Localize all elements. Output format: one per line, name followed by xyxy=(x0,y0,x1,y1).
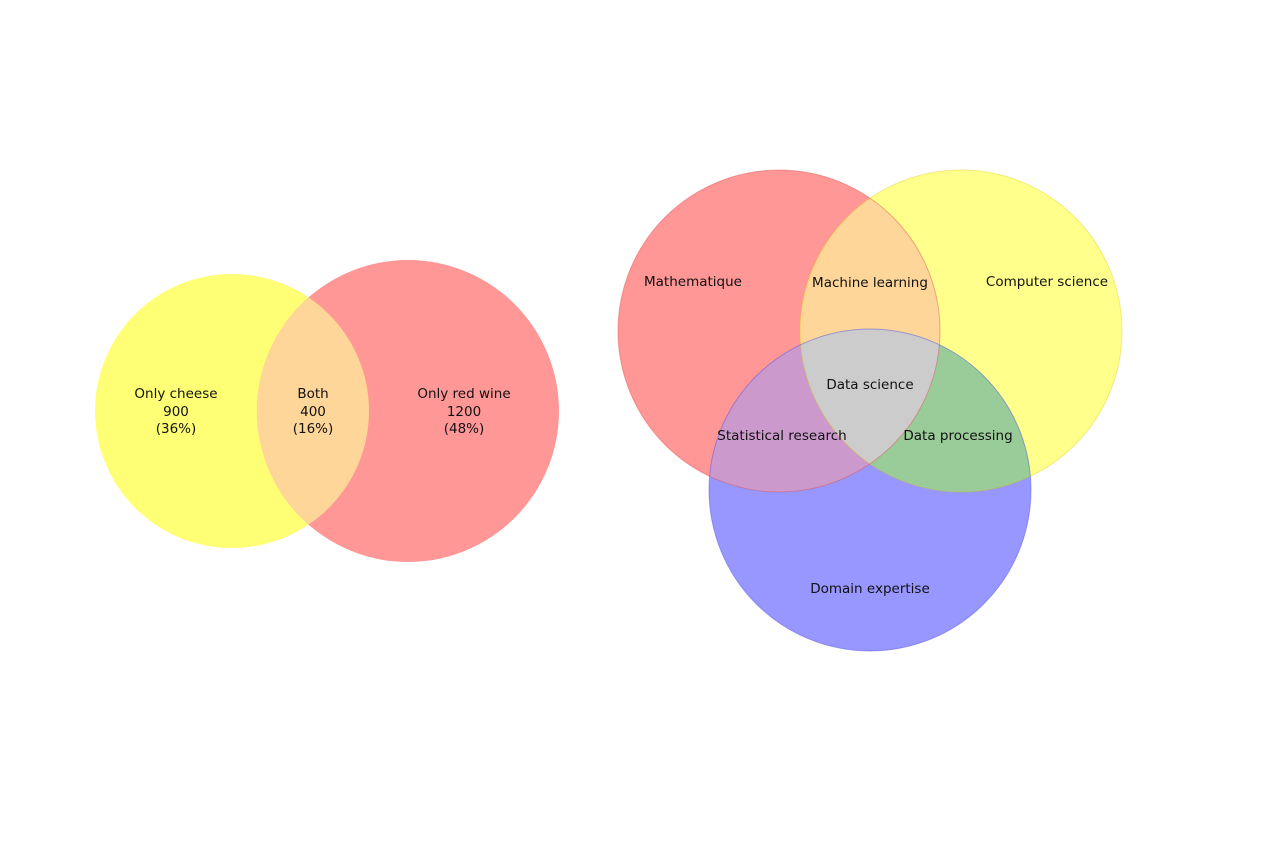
data-science-label: Data science xyxy=(826,377,913,393)
cheese-wine-overlap xyxy=(257,274,369,548)
domain-expertise-label: Domain expertise xyxy=(810,581,930,597)
region-count: 900 xyxy=(163,404,189,420)
mathematique-outline xyxy=(617,169,941,493)
mathematique-label: Mathematique xyxy=(644,274,742,290)
region-both: Both 400 (16%) xyxy=(293,386,334,437)
venn3-diagram: Mathematique Machine learning Computer s… xyxy=(617,169,1123,652)
machine-learning-label: Machine learning xyxy=(812,275,928,291)
region-label: Both xyxy=(297,386,328,402)
region-label: Only cheese xyxy=(134,386,217,402)
region-only-cheese: Only cheese 900 (36%) xyxy=(134,386,217,437)
domain-expertise-outline xyxy=(708,328,1032,652)
computer-science-outline xyxy=(799,169,1123,493)
data-processing-label: Data processing xyxy=(903,428,1012,444)
region-label: Only red wine xyxy=(417,386,510,402)
statistical-research-label: Statistical research xyxy=(717,428,846,444)
computer-science-label: Computer science xyxy=(986,274,1108,290)
region-count: 1200 xyxy=(447,404,481,420)
region-percent: (36%) xyxy=(156,421,197,437)
region-only-red-wine: Only red wine 1200 (48%) xyxy=(417,386,510,437)
venn2-diagram: Only cheese 900 (36%) Both 400 (16%) Onl… xyxy=(95,260,559,562)
region-percent: (48%) xyxy=(444,421,485,437)
region-count: 400 xyxy=(300,404,326,420)
region-percent: (16%) xyxy=(293,421,334,437)
